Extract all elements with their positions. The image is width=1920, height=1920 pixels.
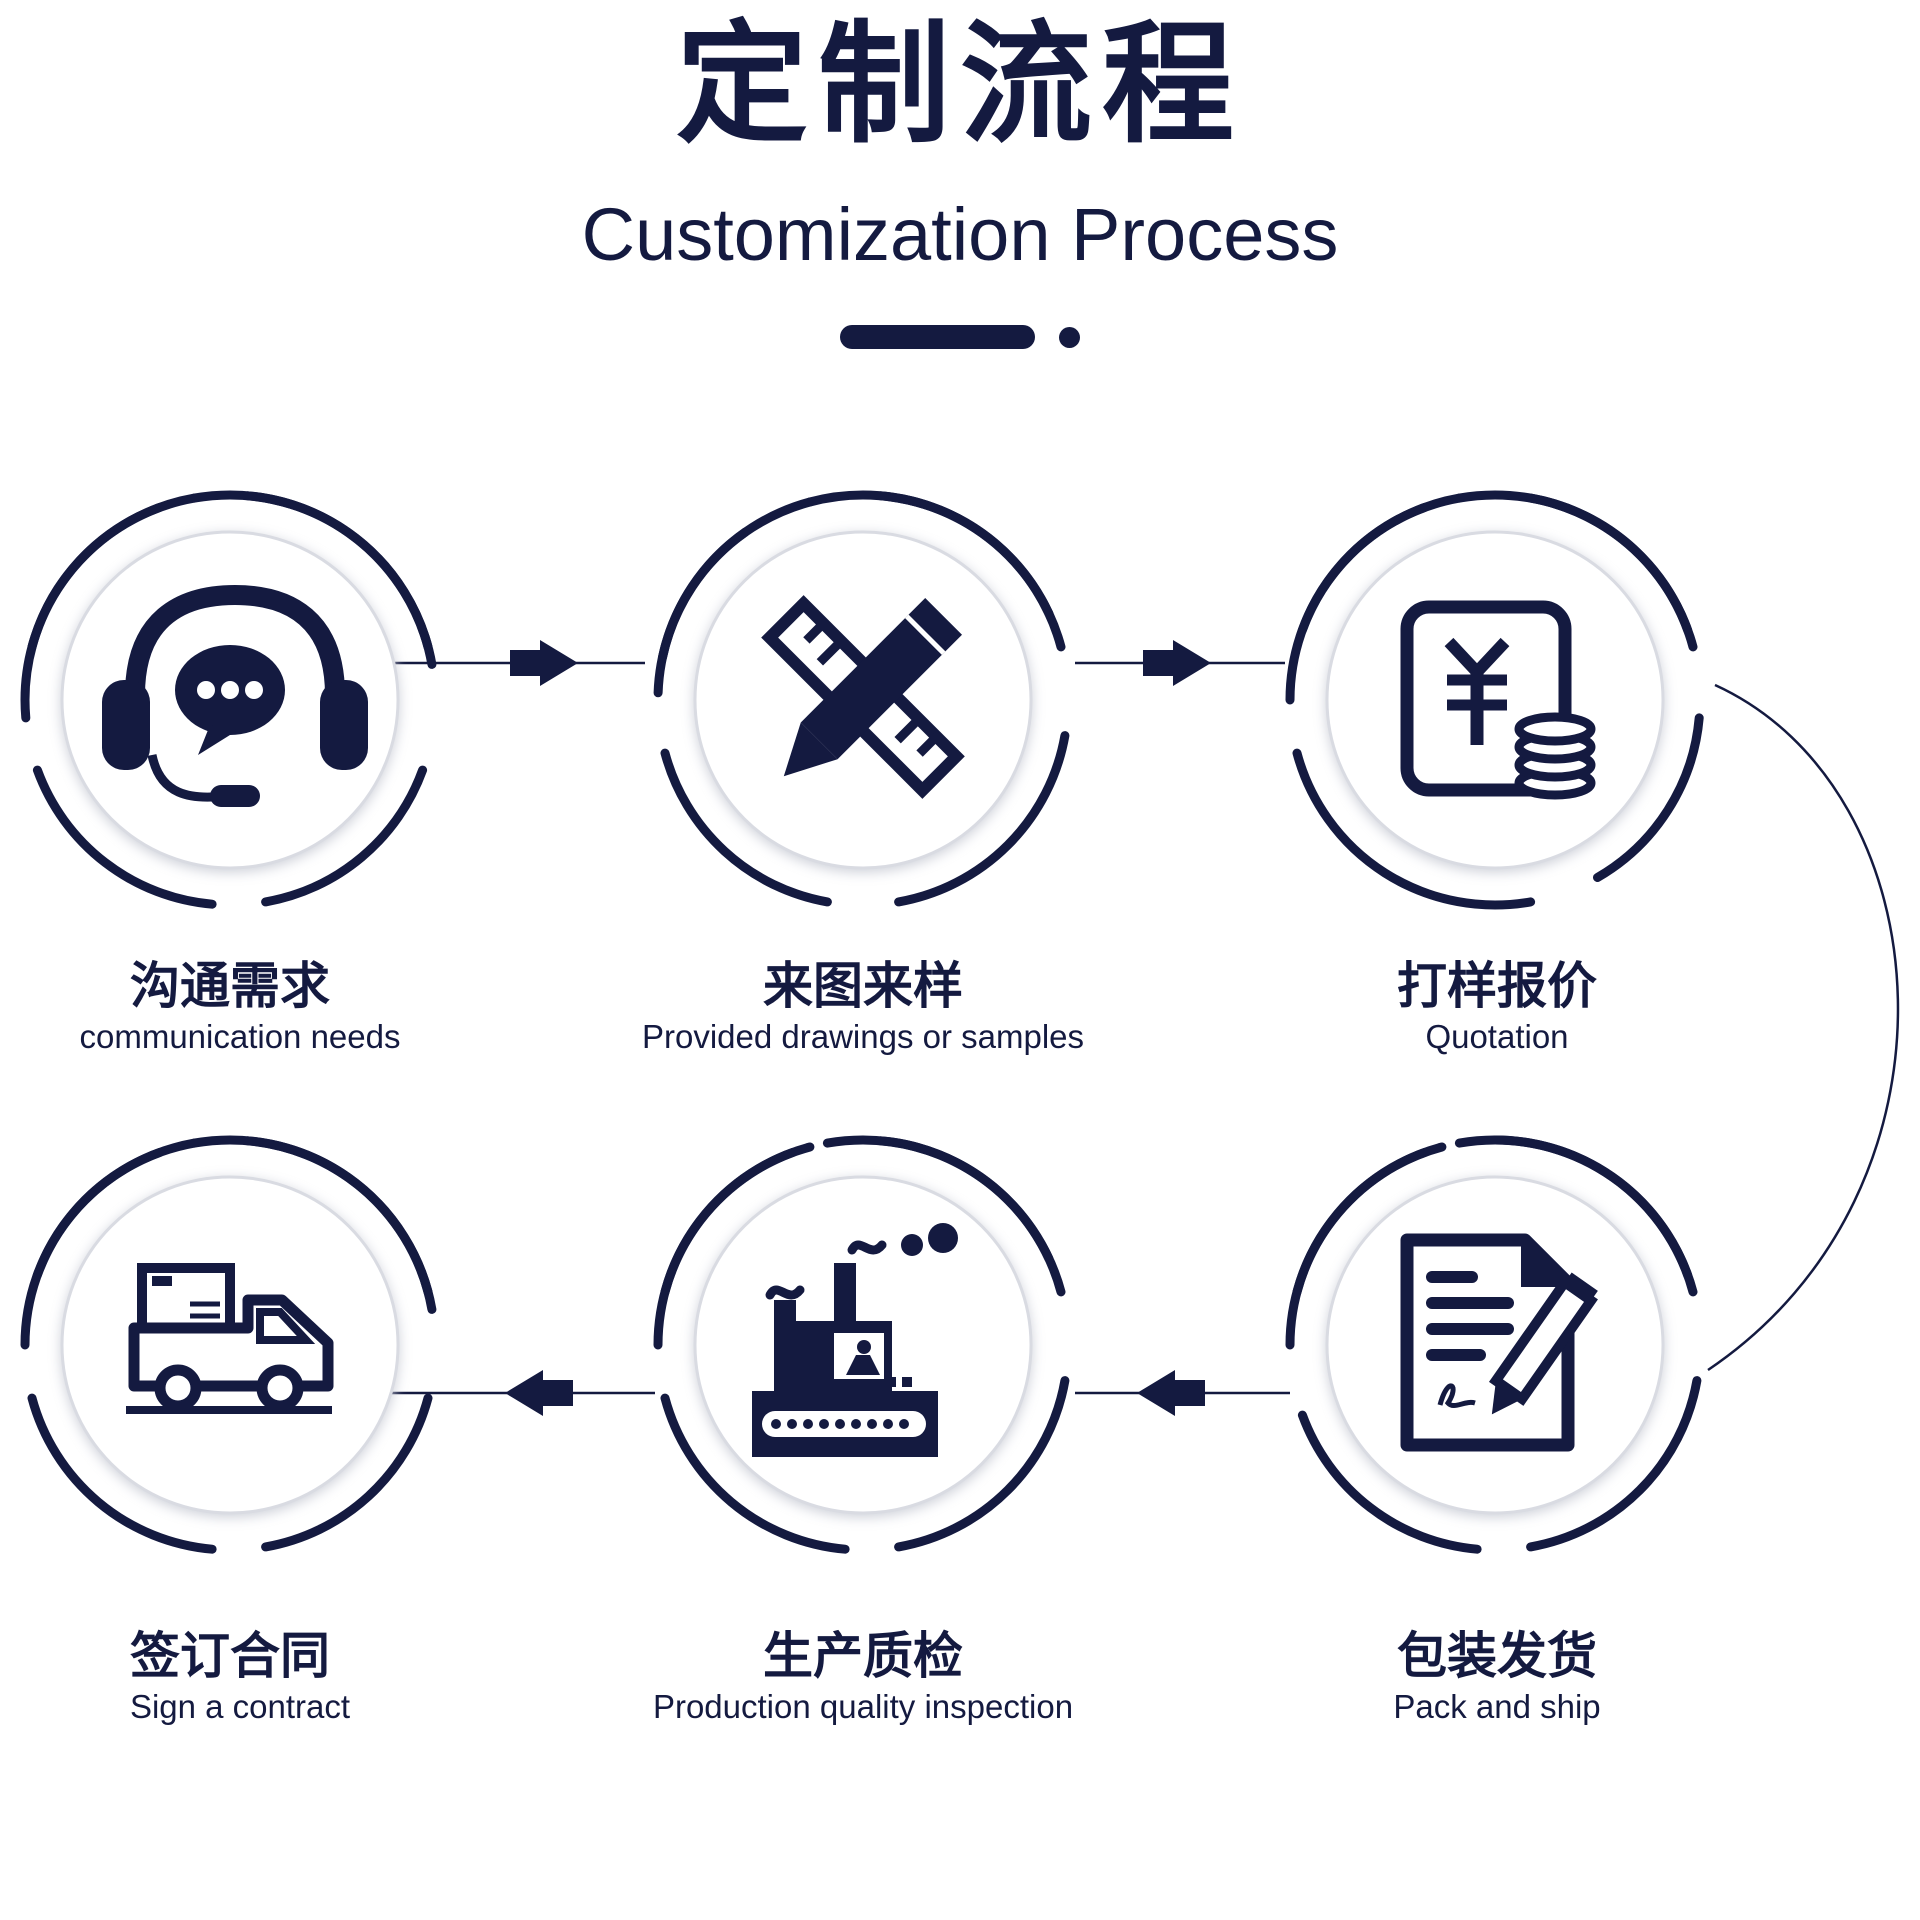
headset-chat-icon bbox=[102, 584, 368, 807]
step-sublabel-contract: Sign a contract bbox=[129, 1688, 351, 1725]
decorative-arc bbox=[876, 1136, 1066, 1297]
step-sublabel-communication: communication needs bbox=[79, 1018, 401, 1055]
connector-3-4-curve bbox=[1707, 683, 1900, 1372]
decorative-arc bbox=[32, 765, 217, 909]
decorative-arc bbox=[876, 491, 1066, 652]
step-circle bbox=[1325, 1175, 1665, 1515]
decorative-arc bbox=[1297, 1410, 1482, 1554]
decorative-arc bbox=[894, 1376, 1070, 1552]
step-node-pack-ship bbox=[1285, 1135, 1702, 1554]
step-sublabel-production: Production quality inspection bbox=[652, 1688, 1074, 1725]
page-title: 定制流程 bbox=[676, 8, 1244, 162]
decorative-arc bbox=[1292, 748, 1536, 910]
decorative-arc bbox=[1526, 1376, 1702, 1552]
decorative-arc bbox=[653, 497, 815, 698]
decorative-arc bbox=[20, 1138, 199, 1350]
decorative-arc bbox=[653, 1142, 815, 1350]
page-subtitle: Customization Process bbox=[581, 193, 1339, 276]
decorative-arc bbox=[261, 1393, 433, 1552]
step-label-quotation: 打样报价 bbox=[1397, 957, 1597, 1015]
title-underline-dot bbox=[1059, 327, 1080, 348]
pencil-ruler-icon bbox=[761, 595, 965, 799]
step-label-communication: 沟通需求 bbox=[130, 957, 330, 1015]
decorative-arc bbox=[660, 1393, 850, 1554]
decorative-arc bbox=[261, 765, 428, 907]
decorative-arc bbox=[243, 1136, 433, 1297]
decorative-arc bbox=[27, 1393, 217, 1554]
step-label-pack-ship: 包装发货 bbox=[1397, 1627, 1597, 1685]
decorative-arc bbox=[1526, 493, 1698, 652]
step-sublabel-pack-ship: Pack and ship bbox=[1393, 1688, 1601, 1725]
step-sublabel-quotation: Quotation bbox=[1425, 1018, 1569, 1055]
step-label-drawings: 来图来样 bbox=[763, 957, 963, 1015]
decorative-arc bbox=[1285, 1142, 1447, 1350]
step-label-contract: 签订合同 bbox=[130, 1627, 330, 1685]
decorative-arc bbox=[1490, 1135, 1698, 1297]
title-underline-dash bbox=[840, 325, 1035, 349]
arrow-right-icon bbox=[510, 640, 578, 686]
contract-signing-icon bbox=[1400, 1233, 1598, 1452]
arrow-right-icon bbox=[1143, 640, 1211, 686]
yuan-coins-icon bbox=[1400, 600, 1596, 800]
decorative-arc bbox=[243, 491, 433, 652]
step-sublabel-drawings: Provided drawings or samples bbox=[641, 1018, 1085, 1055]
decorative-arc bbox=[660, 748, 832, 907]
delivery-truck-icon bbox=[126, 1263, 334, 1414]
arrow-left-icon bbox=[1137, 1370, 1205, 1416]
decorative-arc bbox=[894, 731, 1070, 907]
decorative-arc bbox=[20, 493, 199, 723]
factory-icon bbox=[752, 1223, 958, 1457]
arrow-left-icon bbox=[505, 1370, 573, 1416]
decorative-arc bbox=[1593, 713, 1704, 882]
decorative-arc bbox=[1285, 493, 1464, 705]
step-label-production: 生产质检 bbox=[763, 1627, 963, 1685]
